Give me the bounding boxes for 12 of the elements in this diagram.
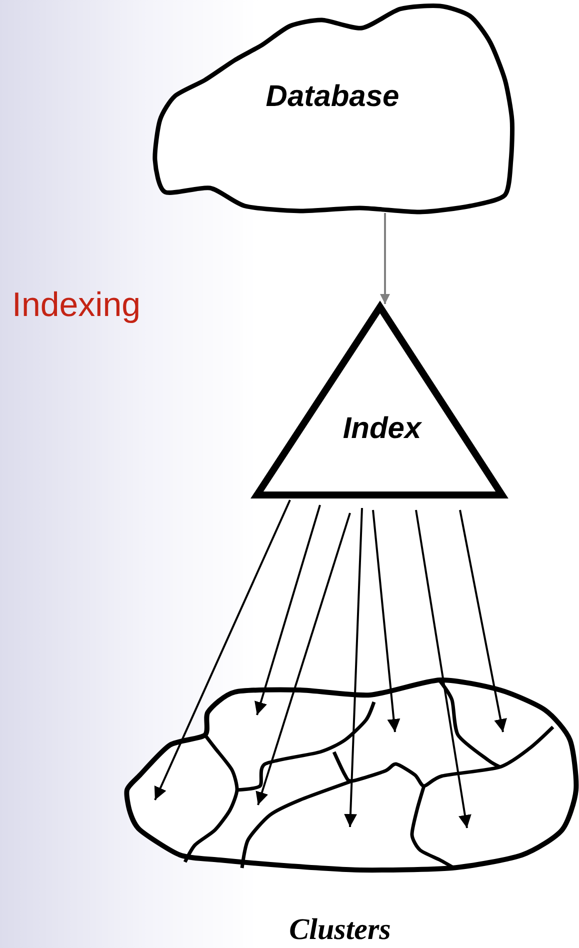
- node-label: Clusters: [288, 913, 392, 947]
- arrow: [256, 512, 351, 806]
- arrow: [254, 504, 321, 716]
- node-label: Index: [342, 412, 423, 446]
- arrow: [415, 510, 472, 828]
- section-label: Indexing: [12, 286, 141, 325]
- arrow: [459, 510, 507, 732]
- arrow: [154, 500, 291, 800]
- arrow: [344, 508, 363, 828]
- arrow: [380, 213, 390, 304]
- arrow: [372, 510, 400, 732]
- node-label: Database: [264, 80, 400, 114]
